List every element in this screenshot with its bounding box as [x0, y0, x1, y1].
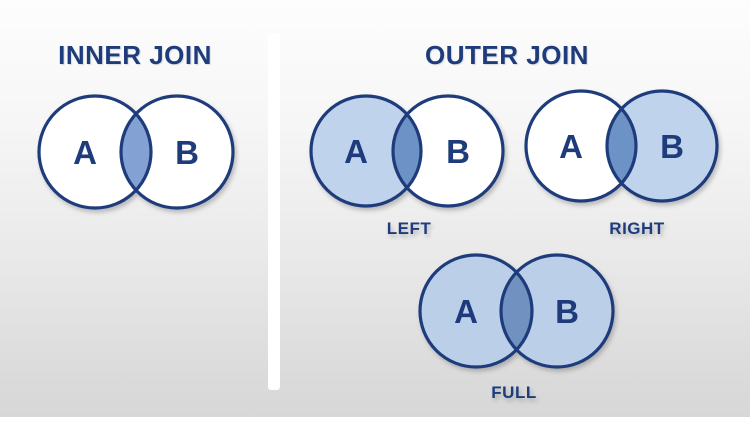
outer-join-title: OUTER JOIN: [425, 40, 589, 70]
circle-a-outline: [418, 253, 534, 369]
circle-b-fill: [121, 96, 233, 208]
label-a: A: [454, 293, 478, 330]
circle-b-outline: [499, 253, 615, 369]
circle-a-outline: [524, 89, 638, 203]
intersection-lens: [392, 114, 421, 188]
venn-left-join: A B LEFT: [309, 94, 505, 238]
label-a: A: [559, 128, 583, 165]
intersection-lens: [607, 108, 636, 184]
circle-a-outline: [309, 94, 423, 208]
label-b: B: [175, 134, 199, 171]
circle-a-fill: [311, 96, 421, 206]
circle-a-fill: [420, 255, 532, 367]
label-a: A: [344, 133, 368, 170]
caption-right-join: RIGHT: [609, 219, 665, 238]
intersection-lens: [501, 272, 533, 350]
circle-a-fill: [39, 96, 151, 208]
circle-a-fill: [526, 91, 636, 201]
caption-full-join: FULL: [491, 383, 536, 402]
circle-b-outline: [605, 89, 719, 203]
circle-b-outline: [119, 94, 235, 210]
label-b: B: [660, 128, 684, 165]
section-divider: [268, 33, 280, 390]
label-b: B: [555, 293, 579, 330]
venn-right-join: A B RIGHT: [524, 89, 719, 238]
circle-b-fill: [393, 96, 503, 206]
circle-a-outline: [37, 94, 153, 210]
circle-b-outline: [391, 94, 505, 208]
intersection-lens: [121, 113, 151, 191]
circle-b-fill: [607, 91, 717, 201]
label-b: B: [446, 133, 470, 170]
caption-left-join: LEFT: [387, 219, 432, 238]
inner-join-title: INNER JOIN: [58, 40, 212, 70]
label-a: A: [73, 134, 97, 171]
venn-full-join: A B FULL: [418, 253, 615, 402]
circle-b-fill: [501, 255, 613, 367]
